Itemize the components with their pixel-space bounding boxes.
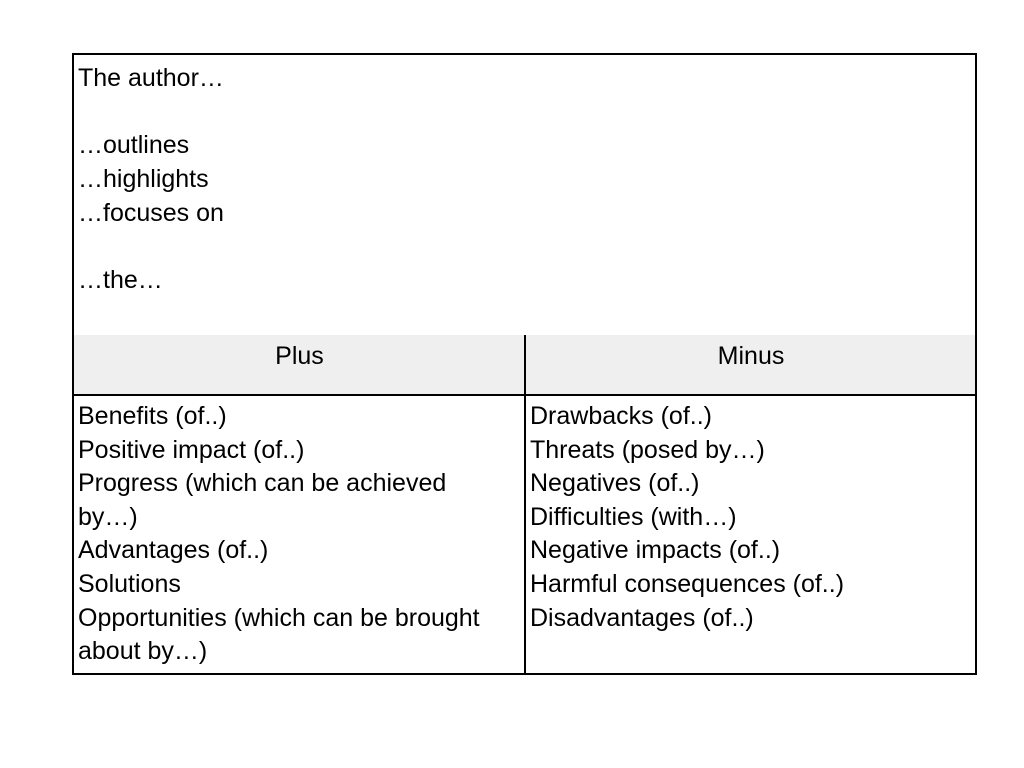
intro-verb-outlines: …outlines xyxy=(78,131,190,159)
minus-item-negatives: Negatives (of..) xyxy=(530,469,700,498)
plus-item-progress: Progress (which can be achieved by…) xyxy=(78,469,447,531)
minus-item-threats: Threats (posed by…) xyxy=(530,435,765,464)
minus-item-drawbacks: Drawbacks (of..) xyxy=(530,402,712,430)
plus-header: Plus xyxy=(275,342,324,370)
phrase-table: The author… …outlines …highlights …focus… xyxy=(72,53,977,675)
minus-item-disadvantages: Disadvantages (of..) xyxy=(530,603,754,632)
column-divider xyxy=(524,335,526,675)
minus-column: Drawbacks (of..) Threats (posed by…) Neg… xyxy=(526,396,976,635)
minus-item-harmful-consequences: Harmful consequences (of..) xyxy=(530,569,845,598)
intro-the: …the… xyxy=(78,266,163,294)
plus-item-opportunities: Opportunities (which can be brought abou… xyxy=(78,603,480,666)
plus-column: Benefits (of..) Positive impact (of..) P… xyxy=(74,396,506,669)
intro-verb-focuses-on: …focuses on xyxy=(78,199,224,227)
plus-item-benefits: Benefits (of..) xyxy=(78,402,227,430)
plus-item-solutions: Solutions xyxy=(78,569,181,598)
minus-item-difficulties: Difficulties (with…) xyxy=(530,502,737,531)
minus-header: Minus xyxy=(717,342,785,370)
intro-verb-highlights: …highlights xyxy=(78,165,209,193)
intro-cell: The author… …outlines …highlights …focus… xyxy=(74,55,975,337)
plus-item-advantages: Advantages (of..) xyxy=(78,536,269,565)
intro-heading: The author… xyxy=(78,64,224,92)
minus-item-negative-impacts: Negative impacts (of..) xyxy=(530,536,781,565)
plus-item-positive-impact: Positive impact (of..) xyxy=(78,435,305,464)
